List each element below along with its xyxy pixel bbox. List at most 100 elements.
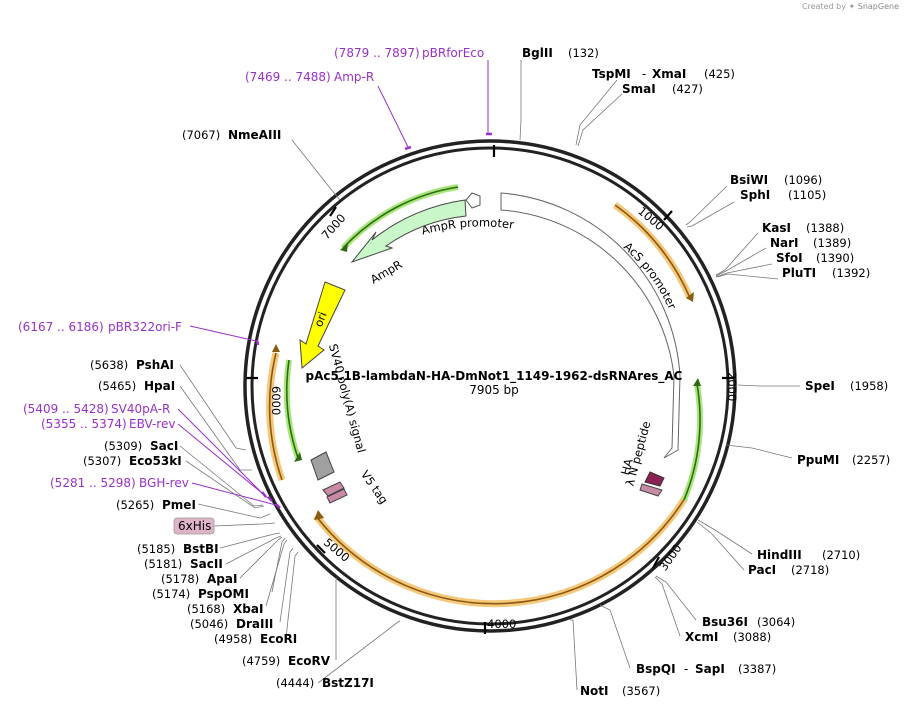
site-sep-bspqi: - <box>684 662 688 676</box>
primer-name-bgh-rev: BGH-rev <box>139 476 189 490</box>
site-name-pluti: PluTI <box>782 266 816 280</box>
v5-tag-label: V5 tag <box>358 468 391 507</box>
site-name-bsu36i: Bsu36I <box>702 615 748 629</box>
site-name-sfoi: SfoI <box>776 251 803 265</box>
site-pos-sacii: (5181) <box>144 557 182 571</box>
site-name-pshai: PshAI <box>136 358 174 372</box>
tick-label-6000: 6000 <box>269 386 283 415</box>
ampr-arrow <box>350 199 467 264</box>
site-name-sapi: SapI <box>695 662 725 676</box>
site-name-xcmi: XcmI <box>685 630 718 644</box>
primer-labels: (7879 .. 7897) pBRforEco (7469 .. 7488) … <box>18 46 484 490</box>
site-pos-kasi: (1388) <box>806 221 844 235</box>
site-pos-ecori: (4958) <box>214 632 252 646</box>
site-name-pmei: PmeI <box>162 498 196 512</box>
primer-range-pbr322ori-f: (6167 .. 6186) <box>18 320 104 334</box>
site-name-apai: ApaI <box>207 572 237 586</box>
site-pos-eco53ki: (5307) <box>83 454 121 468</box>
site-name-bstz17i: BstZ17I <box>322 676 374 690</box>
acs-promoter-arrow <box>500 192 681 459</box>
site-name-pspomi: PspOMI <box>198 587 249 601</box>
ha-arrow <box>644 471 665 487</box>
plasmid-name: pAc5.1B-lambdaN-HA-DmNot1_1149-1962-dsRN… <box>306 369 683 384</box>
site-pos-nmeaiii: (7067) <box>182 128 220 142</box>
site-pos-bstbi: (5185) <box>137 542 175 556</box>
site-sep-tspmi: - <box>642 67 646 81</box>
site-pos-xcmi: (3088) <box>733 630 771 644</box>
primer-name-pbrforeco: pBRforEco <box>422 46 484 60</box>
site-name-eco53ki: Eco53kI <box>129 454 182 468</box>
tick-label-4000: 4000 <box>487 617 516 631</box>
orf-arcs <box>266 184 704 608</box>
ha-label: HA <box>618 457 636 477</box>
site-pos-apai: (5178) <box>161 572 199 586</box>
site-name-tspmi: TspMI <box>592 67 631 81</box>
site-name-hpai: HpaI <box>144 379 175 393</box>
primer-range-bgh-rev: (5281 .. 5298) <box>50 476 136 490</box>
snapgene-logo-icon: ✦ <box>848 2 856 11</box>
site-name-noti: NotI <box>580 684 609 698</box>
site-pos-pshai: (5638) <box>90 358 128 372</box>
site-pos-pmei: (5265) <box>116 498 154 512</box>
primer-leaders <box>177 60 489 506</box>
green-arc-left <box>283 359 301 459</box>
site-name-ecorv: EcoRV <box>288 654 331 668</box>
tick-label-2000: 2000 <box>725 372 739 401</box>
sv40-polya-label: SV40 poly(A) signal <box>326 342 369 454</box>
site-pos-draiii: (5046) <box>190 617 228 631</box>
ori-arrow <box>299 281 346 369</box>
site-name-xbai: XbaI <box>233 602 263 616</box>
site-pos-sfoi: (1390) <box>816 251 854 265</box>
credit-brand: SnapGene <box>857 2 899 11</box>
site-name-ecori: EcoRI <box>260 632 297 646</box>
tick-labels: 1000 2000 3000 4000 5000 6000 7000 <box>269 204 739 631</box>
site-name-bsiwi: BsiWI <box>730 173 768 187</box>
site-name-paci: PacI <box>748 563 776 577</box>
primer-name-pbr322ori-f: pBR322ori-F <box>108 320 182 334</box>
ori-label: ori <box>311 310 330 329</box>
site-pos-spei: (1958) <box>850 379 888 393</box>
site-name-hindiii: HindIII <box>757 548 802 562</box>
tick-label-3000: 3000 <box>656 541 684 573</box>
site-name-smai: SmaI <box>622 82 656 96</box>
plasmid-length: 7905 bp <box>469 383 519 397</box>
site-name-nmeaiii: NmeAIII <box>228 128 281 142</box>
site-pos-ppumi: (2257) <box>852 453 890 467</box>
site-name-bspqi: BspQI <box>636 662 676 676</box>
site-name-spei: SpeI <box>805 379 835 393</box>
snapgene-credit: Created by ✦ SnapGene <box>802 2 899 11</box>
backbone-inner <box>250 146 730 626</box>
tick-marks <box>246 145 734 634</box>
site-leaders <box>179 60 800 691</box>
site-name-bglii: BglII <box>522 46 553 60</box>
features: AmpR promoter AmpR ori SV40 poly(A) sign… <box>299 192 681 507</box>
site-name-kasi: KasI <box>762 221 791 235</box>
6xhis-box <box>173 517 215 535</box>
site-pos-ecorv: (4759) <box>242 654 280 668</box>
site-name-6xhis: 6xHis <box>178 519 211 533</box>
site-name-draiii: DraIII <box>236 617 273 631</box>
site-pos-hpai: (5465) <box>98 379 136 393</box>
tick-label-5000: 5000 <box>321 535 352 565</box>
ampr-label: AmpR <box>368 257 405 286</box>
backbone-outer <box>243 139 737 633</box>
site-name-bstbi: BstBI <box>183 542 219 556</box>
sv40-polya-box <box>310 451 335 481</box>
site-pos-hindiii: (2710) <box>822 548 860 562</box>
site-pos-paci: (2718) <box>791 563 829 577</box>
v5-tag-arrow-2 <box>326 488 348 504</box>
site-pos-smai: (427) <box>672 82 703 96</box>
site-pos-sphi: (1105) <box>788 188 826 202</box>
site-pos-noti: (3567) <box>622 684 660 698</box>
site-name-ppumi: PpuMI <box>797 453 839 467</box>
site-name-sacii: SacII <box>190 557 223 571</box>
site-pos-bstz17i: (4444) <box>276 676 314 690</box>
site-labels: BglII (132) TspMI - XmaI (425) SmaI (427… <box>83 46 890 698</box>
primer-name-amp-r: Amp-R <box>334 70 374 84</box>
site-pos-bsu36i: (3064) <box>757 615 795 629</box>
site-name-saci: SacI <box>150 439 178 453</box>
green-arc-right <box>681 383 704 502</box>
primer-range-amp-r: (7469 .. 7488) <box>245 70 331 84</box>
credit-prefix: Created by <box>801 2 846 11</box>
site-pos-xbai: (5168) <box>187 602 225 616</box>
